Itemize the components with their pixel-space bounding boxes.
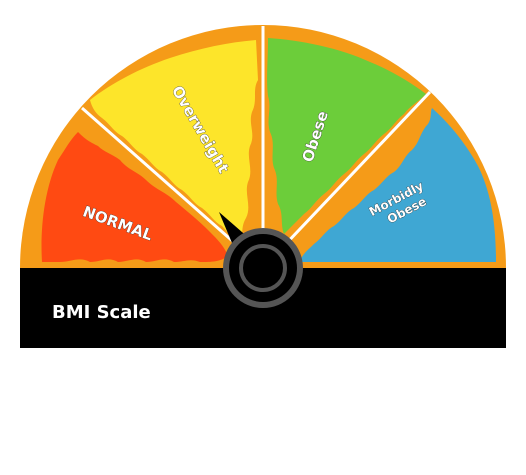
divider-line (261, 90, 432, 270)
segment-morbidly-obese (300, 108, 496, 262)
segment-obese (267, 38, 426, 234)
segment-overweight (90, 40, 258, 244)
segment-normal (41, 132, 229, 262)
gauge-hub (223, 228, 303, 308)
gauge-title: BMI Scale (52, 302, 151, 323)
